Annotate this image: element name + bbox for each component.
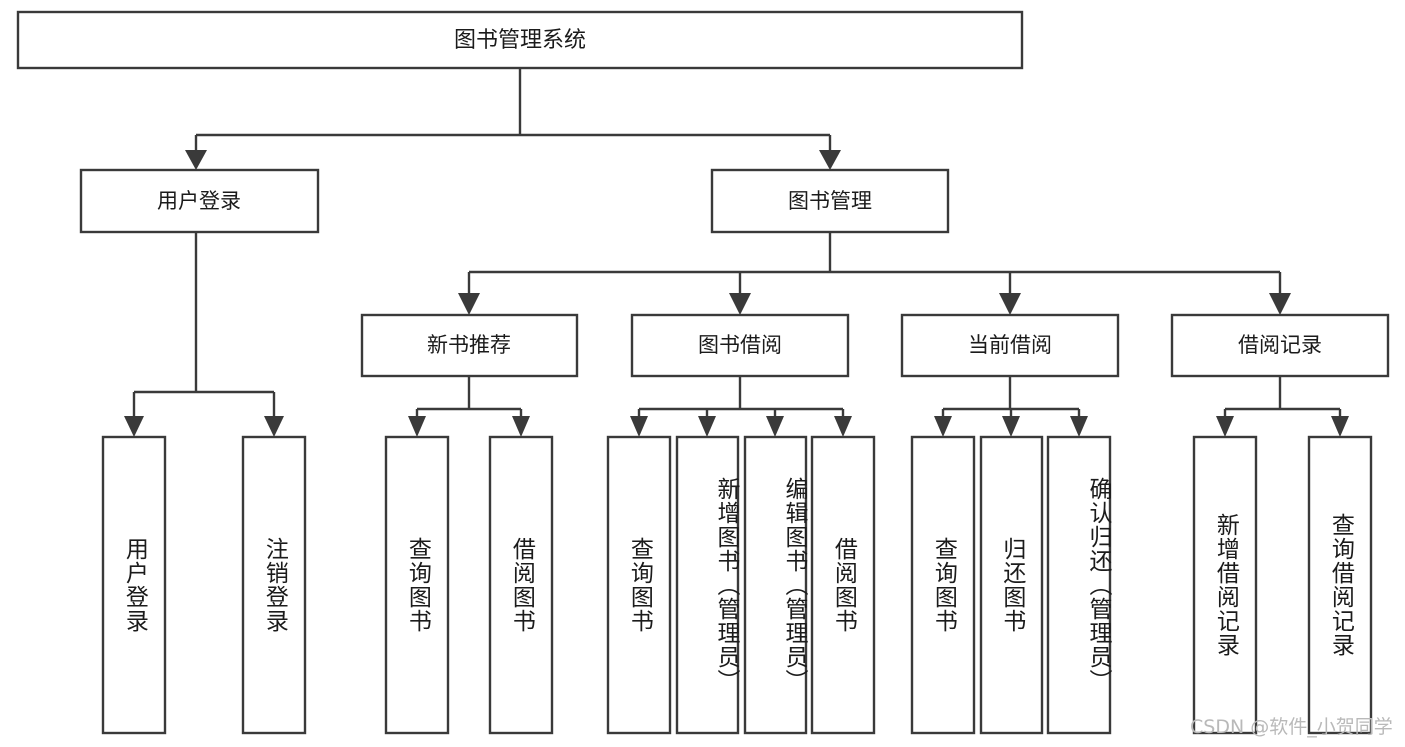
leaf-box-return-book[interactable] bbox=[979, 435, 1044, 735]
arrowhead-leaf-user-login bbox=[124, 416, 144, 437]
node-user-login[interactable]: 用户登录 bbox=[79, 168, 320, 234]
arrowhead-leaf-add-book bbox=[698, 416, 716, 437]
arrowhead-leaf-query-book-1 bbox=[408, 416, 426, 437]
arrowhead-leaf-query-record bbox=[1331, 416, 1349, 437]
node-current-borrow-box[interactable] bbox=[900, 313, 1120, 378]
connector-group-book-management bbox=[458, 232, 1291, 315]
connector-group-current-borrow bbox=[934, 376, 1088, 437]
leaf-box-logout-login[interactable] bbox=[241, 435, 307, 735]
arrowhead-leaf-edit-book bbox=[766, 416, 784, 437]
leaf-box-confirm-return[interactable] bbox=[1046, 435, 1112, 735]
node-borrow-record[interactable]: 借阅记录 bbox=[1170, 313, 1390, 378]
csdn-watermark: CSDN @软件_小贺同学 bbox=[1190, 716, 1393, 738]
arrowhead-leaf-return-book bbox=[1002, 416, 1020, 437]
connector-group-borrow-record bbox=[1216, 376, 1349, 437]
leaf-box-user-login[interactable] bbox=[101, 435, 167, 735]
node-new-book-recommend-box[interactable] bbox=[360, 313, 579, 378]
node-current-borrow-label: 当前借阅 bbox=[968, 333, 1052, 357]
node-new-book-recommend[interactable]: 新书推荐 bbox=[360, 313, 579, 378]
node-book-management-label: 图书管理 bbox=[788, 189, 872, 213]
leaf-box-edit-book[interactable] bbox=[743, 435, 808, 735]
connector-group-new-book-recommend bbox=[408, 376, 530, 437]
leaf-box-query-book-2[interactable] bbox=[606, 435, 672, 735]
node-book-management-box[interactable] bbox=[710, 168, 950, 234]
arrowhead-leaf-query-book-3 bbox=[934, 416, 952, 437]
node-user-login-box[interactable] bbox=[79, 168, 320, 234]
leaf-box-group bbox=[101, 435, 1373, 735]
arrowhead-new-book-recommend bbox=[458, 293, 480, 315]
node-book-borrow[interactable]: 图书借阅 bbox=[630, 313, 850, 378]
arrowhead-book-management bbox=[819, 150, 841, 170]
connector-group-root bbox=[185, 68, 841, 170]
node-root-box[interactable] bbox=[16, 10, 1024, 70]
leaf-box-add-record[interactable] bbox=[1192, 435, 1258, 735]
arrowhead-leaf-borrow-book-2 bbox=[834, 416, 852, 437]
node-new-book-recommend-label: 新书推荐 bbox=[427, 333, 511, 357]
leaf-box-query-book-3[interactable] bbox=[910, 435, 976, 735]
node-current-borrow[interactable]: 当前借阅 bbox=[900, 313, 1120, 378]
node-book-borrow-label: 图书借阅 bbox=[698, 333, 782, 357]
connector-group-user-login bbox=[124, 232, 284, 437]
leaf-box-borrow-book-1[interactable] bbox=[488, 435, 554, 735]
arrowhead-leaf-logout-login bbox=[264, 416, 284, 437]
node-book-management[interactable]: 图书管理 bbox=[710, 168, 950, 234]
arrowhead-current-borrow bbox=[999, 293, 1021, 315]
node-root-label: 图书管理系统 bbox=[454, 28, 586, 53]
arrowhead-user-login bbox=[185, 150, 207, 170]
leaf-box-query-book-1[interactable] bbox=[384, 435, 450, 735]
node-root[interactable]: 图书管理系统 bbox=[16, 10, 1024, 70]
connector-group-book-borrow bbox=[630, 376, 852, 437]
node-book-borrow-box[interactable] bbox=[630, 313, 850, 378]
leaf-box-borrow-book-2[interactable] bbox=[810, 435, 876, 735]
arrowhead-leaf-query-book-2 bbox=[630, 416, 648, 437]
leaf-box-query-record[interactable] bbox=[1307, 435, 1373, 735]
node-borrow-record-box[interactable] bbox=[1170, 313, 1390, 378]
node-user-login-label: 用户登录 bbox=[157, 189, 241, 213]
leaf-box-add-book[interactable] bbox=[675, 435, 740, 735]
arrowhead-leaf-confirm-return bbox=[1070, 416, 1088, 437]
node-borrow-record-label: 借阅记录 bbox=[1238, 333, 1322, 357]
arrowhead-book-borrow bbox=[729, 293, 751, 315]
arrowhead-borrow-record bbox=[1269, 293, 1291, 315]
arrowhead-leaf-borrow-book-1 bbox=[512, 416, 530, 437]
arrowhead-leaf-add-record bbox=[1216, 416, 1234, 437]
